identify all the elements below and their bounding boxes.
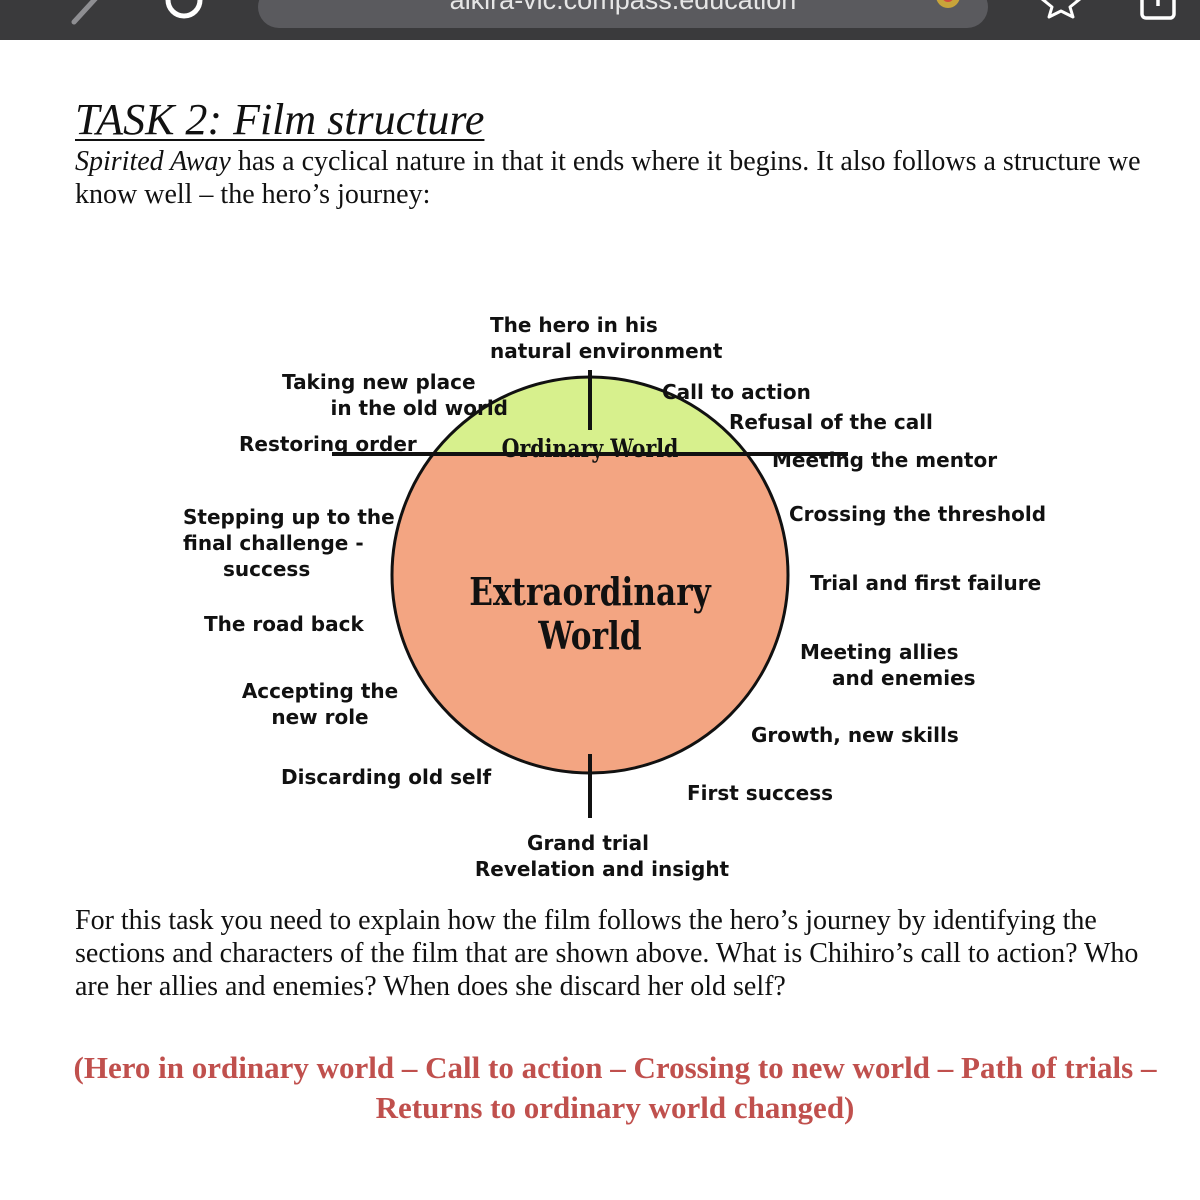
- stage-line: final challenge -: [183, 531, 364, 555]
- stage-line: and enemies: [832, 666, 976, 690]
- journey-circle-graphic: [332, 370, 848, 818]
- stage-line: new role: [271, 705, 369, 729]
- stage-restoring-order: Restoring order: [239, 432, 417, 456]
- task-instructions: For this task you need to explain how th…: [75, 905, 1139, 1002]
- stage-trial-first-failure: Trial and first failure: [810, 571, 1042, 595]
- intro-text: has a cyclical nature in that it ends wh…: [75, 146, 1141, 210]
- extraordinary-line-1: Extraordinary: [469, 569, 711, 614]
- address-bar[interactable]: aikira-vic.compass.education: [258, 0, 988, 28]
- stage-line: natural environment: [490, 339, 723, 363]
- stage-line: Taking new place: [282, 370, 476, 394]
- film-title: Spirited Away: [75, 146, 231, 177]
- stage-meeting-mentor: Meeting the mentor: [772, 448, 998, 472]
- stage-discarding-self: Discarding old self: [281, 765, 492, 789]
- intro-paragraph: Spirited Away has a cyclical nature in t…: [75, 145, 1155, 211]
- stage-road-back: The road back: [204, 612, 364, 636]
- stage-line: Grand trial: [527, 831, 649, 855]
- extraordinary-world-segment: [392, 454, 788, 773]
- heros-journey-diagram: Ordinary World Extraordinary World The h…: [0, 270, 1200, 890]
- extraordinary-world-label: Extraordinary World: [426, 570, 754, 658]
- stage-natural-environment: The hero in his natural environment: [490, 312, 722, 364]
- stage-line: Accepting the: [241, 679, 399, 703]
- stage-line: Stepping up to the: [183, 505, 395, 529]
- document-page: TASK 2: Film structure Spirited Away has…: [0, 40, 1200, 1200]
- stage-new-place: Taking new place in the old world: [282, 369, 508, 421]
- ordinary-world-label: Ordinary World: [501, 434, 679, 463]
- stage-line: Revelation and insight: [474, 857, 730, 881]
- url-text: aikira-vic.compass.education: [449, 0, 797, 15]
- reload-icon[interactable]: [160, 0, 208, 40]
- stage-final-challenge: Stepping up to the final challenge - suc…: [183, 504, 395, 582]
- stage-line: Meeting allies: [800, 640, 959, 664]
- stage-line: in the old world: [330, 396, 508, 420]
- stage-crossing-threshold: Crossing the threshold: [789, 502, 1047, 526]
- stage-first-success: First success: [687, 781, 834, 805]
- share-icon[interactable]: [1134, 0, 1182, 22]
- extraordinary-line-2: World: [538, 613, 642, 658]
- task-title: TASK 2: Film structure: [75, 95, 485, 144]
- stage-growth-skills: Growth, new skills: [751, 723, 959, 747]
- stage-line: The hero in his: [490, 313, 658, 337]
- browser-toolbar: aikira-vic.compass.education: [0, 0, 1200, 40]
- journey-summary: (Hero in ordinary world – Call to action…: [73, 1050, 1157, 1125]
- stage-line: success: [223, 557, 311, 581]
- back-arrow-icon[interactable]: [66, 0, 106, 40]
- stage-call-to-action: Call to action: [662, 380, 811, 404]
- bookmark-star-icon[interactable]: [1038, 0, 1084, 20]
- stage-refusal-of-call: Refusal of the call: [729, 410, 933, 434]
- stage-meeting-allies: Meeting allies and enemies: [800, 639, 976, 691]
- stage-accepting-role: Accepting the new role: [230, 678, 410, 730]
- stage-grand-trial: Grand trial Revelation and insight: [452, 830, 752, 882]
- extension-icon[interactable]: [930, 0, 966, 16]
